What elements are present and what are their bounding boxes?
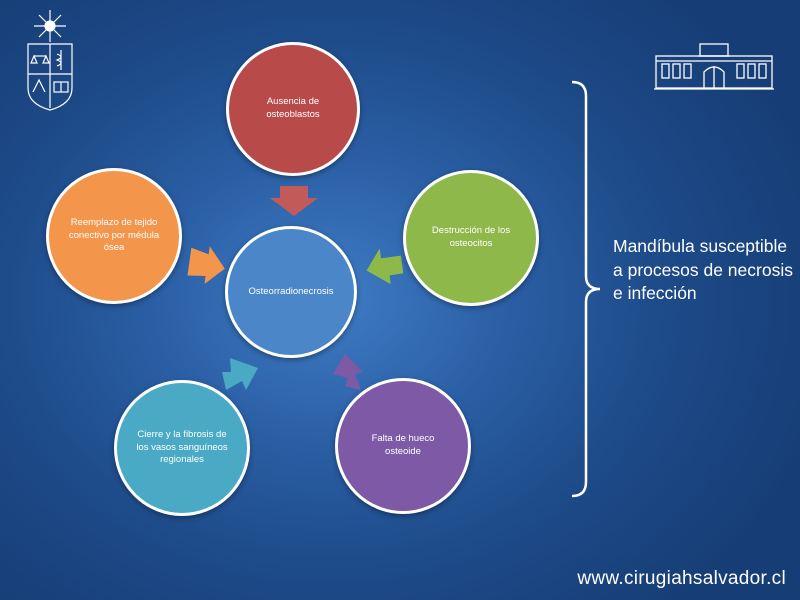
cycle-node-3-label: Falta de hueco osteoide [371, 433, 435, 457]
right-brace [571, 80, 601, 498]
arrow-from-node-4 [222, 358, 258, 390]
cycle-node-2: Destrucción de los osteocitos [403, 170, 539, 306]
cycle-node-1: Ausencia de osteoblastos [226, 42, 360, 176]
university-crest-icon [27, 10, 73, 111]
center-node-label: Osteorradionecrosis [248, 285, 334, 297]
cycle-node-4: Cierre y la fibrosis de los vasos sanguí… [114, 380, 250, 516]
cycle-node-5: Reemplazo de tejido conectivo por médula… [46, 168, 182, 304]
arrow-from-node-2 [366, 248, 404, 285]
arrow-from-node-3 [333, 354, 363, 390]
cycle-node-1-label: Ausencia de osteoblastos [266, 96, 320, 120]
cycle-node-5-label: Reemplazo de tejido conectivo por médula… [68, 216, 160, 254]
side-note: Mandíbula susceptible a procesos de necr… [613, 236, 793, 304]
arrow-from-node-5 [187, 246, 225, 284]
cycle-node-2-label: Destrucción de los osteocitos [431, 225, 511, 249]
hospital-building-icon [654, 43, 774, 90]
cycle-node-4-label: Cierre y la fibrosis de los vasos sanguí… [136, 428, 228, 466]
center-node: Osteorradionecrosis [225, 226, 357, 358]
cycle-node-3: Falta de hueco osteoide [335, 378, 471, 514]
arrow-from-node-1 [270, 186, 318, 216]
footer-url[interactable]: www.cirugiahsalvador.cl [577, 568, 786, 589]
